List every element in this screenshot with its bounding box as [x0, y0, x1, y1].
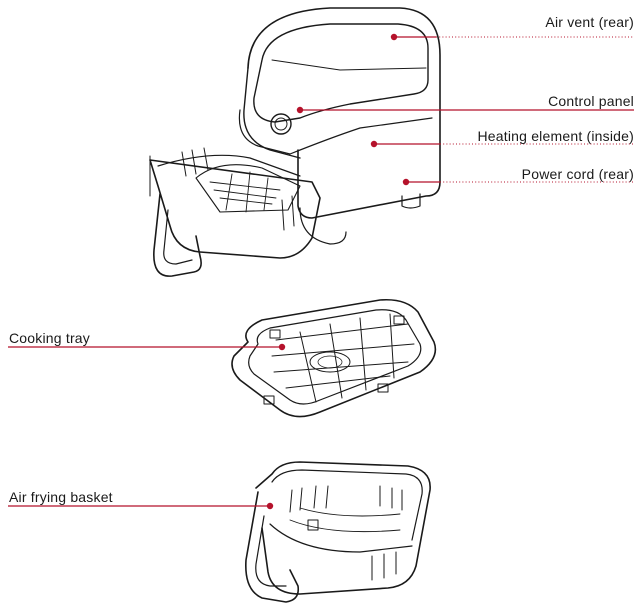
label-control-panel: Control panel — [548, 93, 634, 109]
air-frying-basket-illustration — [245, 461, 431, 603]
cooking-tray-illustration — [231, 298, 437, 418]
label-air-vent: Air vent (rear) — [545, 14, 634, 30]
label-cooking-tray: Cooking tray — [9, 330, 90, 346]
label-power-cord: Power cord (rear) — [521, 166, 634, 182]
callout-leaders — [8, 33, 634, 510]
label-air-frying-basket: Air frying basket — [9, 489, 113, 505]
air-fryer-illustration — [149, 7, 441, 277]
label-heating-element: Heating element (inside) — [477, 128, 634, 144]
